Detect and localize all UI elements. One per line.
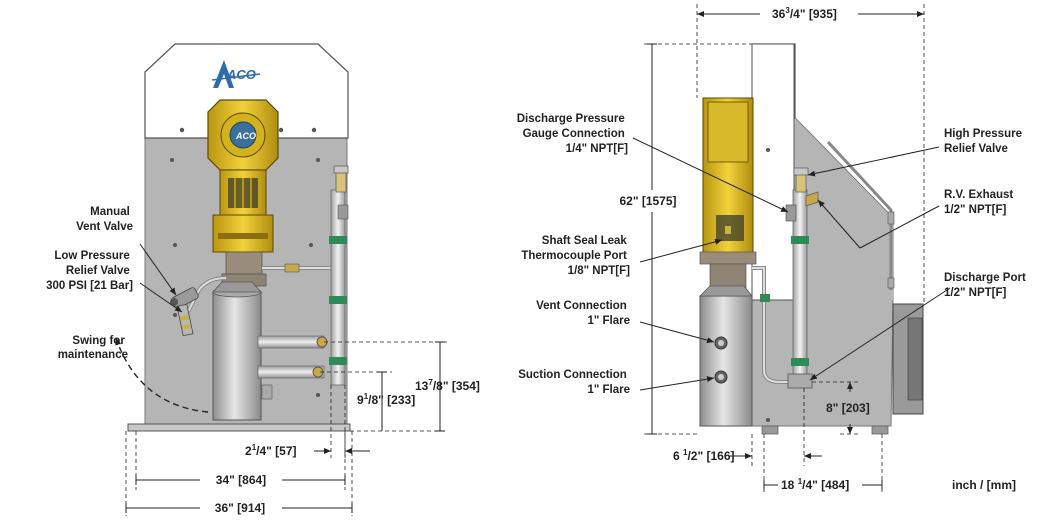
manual-vent-valve	[170, 287, 199, 309]
units-label: inch / [mm]	[952, 478, 1016, 492]
dim-2-1-4: 21/4" [57]	[245, 443, 297, 458]
side-cylinder	[699, 295, 753, 427]
front-cylinder	[212, 291, 262, 421]
low-pressure-relief-valve	[176, 303, 194, 337]
motor-head: ACO	[207, 99, 279, 253]
shaft-seal-label: Shaft Seal Leak Thermocouple Port 1/8" N…	[521, 235, 630, 277]
side-view: Discharge Pressure Gauge Connection 1/4"…	[517, 4, 1029, 492]
dim-34: 34" [864]	[216, 473, 266, 487]
rv-exhaust-label: R.V. Exhaust 1/2" NPT[F]	[944, 189, 1016, 216]
side-motor	[699, 97, 757, 289]
dim-9-1-8: 91/8" [233]	[357, 392, 415, 407]
high-pressure-relief-label: High Pressure Relief Valve	[944, 128, 1025, 155]
vent-connection-label: Vent Connection 1" Flare	[536, 300, 630, 327]
aco-logo: ACO	[211, 60, 261, 88]
dim-13-7-8: 137/8" [354]	[415, 378, 480, 393]
discharge-port-label: Discharge Port 1/2" NPT[F]	[944, 272, 1029, 299]
swing-label: Swing for maintenance	[58, 335, 128, 361]
suction-connection-label: Suction Connection 1" Flare	[518, 369, 630, 396]
dim-18-1-4: 18 1/4" [484]	[781, 477, 849, 492]
dim-36: 36" [914]	[215, 501, 265, 515]
manual-vent-label: Manual Vent Valve	[76, 206, 133, 233]
front-view: ACO ACO	[46, 43, 480, 516]
front-base	[127, 423, 351, 432]
low-pressure-relief-label: Low Pressure Relief Valve 300 PSI [21 Ba…	[46, 250, 133, 292]
dim-62: 62" [1575]	[619, 194, 676, 208]
dim-6-1-2: 6 1/2" [166]	[673, 448, 735, 463]
svg-text:ACO: ACO	[235, 131, 256, 141]
swing-arc	[115, 337, 209, 413]
dim-8: 8" [203]	[826, 401, 870, 415]
dim-36-3-4: 363/4" [935]	[772, 6, 837, 21]
front-vertical-tube	[329, 165, 349, 386]
side-vertical-tube	[785, 167, 819, 389]
discharge-gauge-label: Discharge Pressure Gauge Connection 1/4"…	[517, 113, 628, 155]
logo-text: ACO	[226, 67, 256, 82]
